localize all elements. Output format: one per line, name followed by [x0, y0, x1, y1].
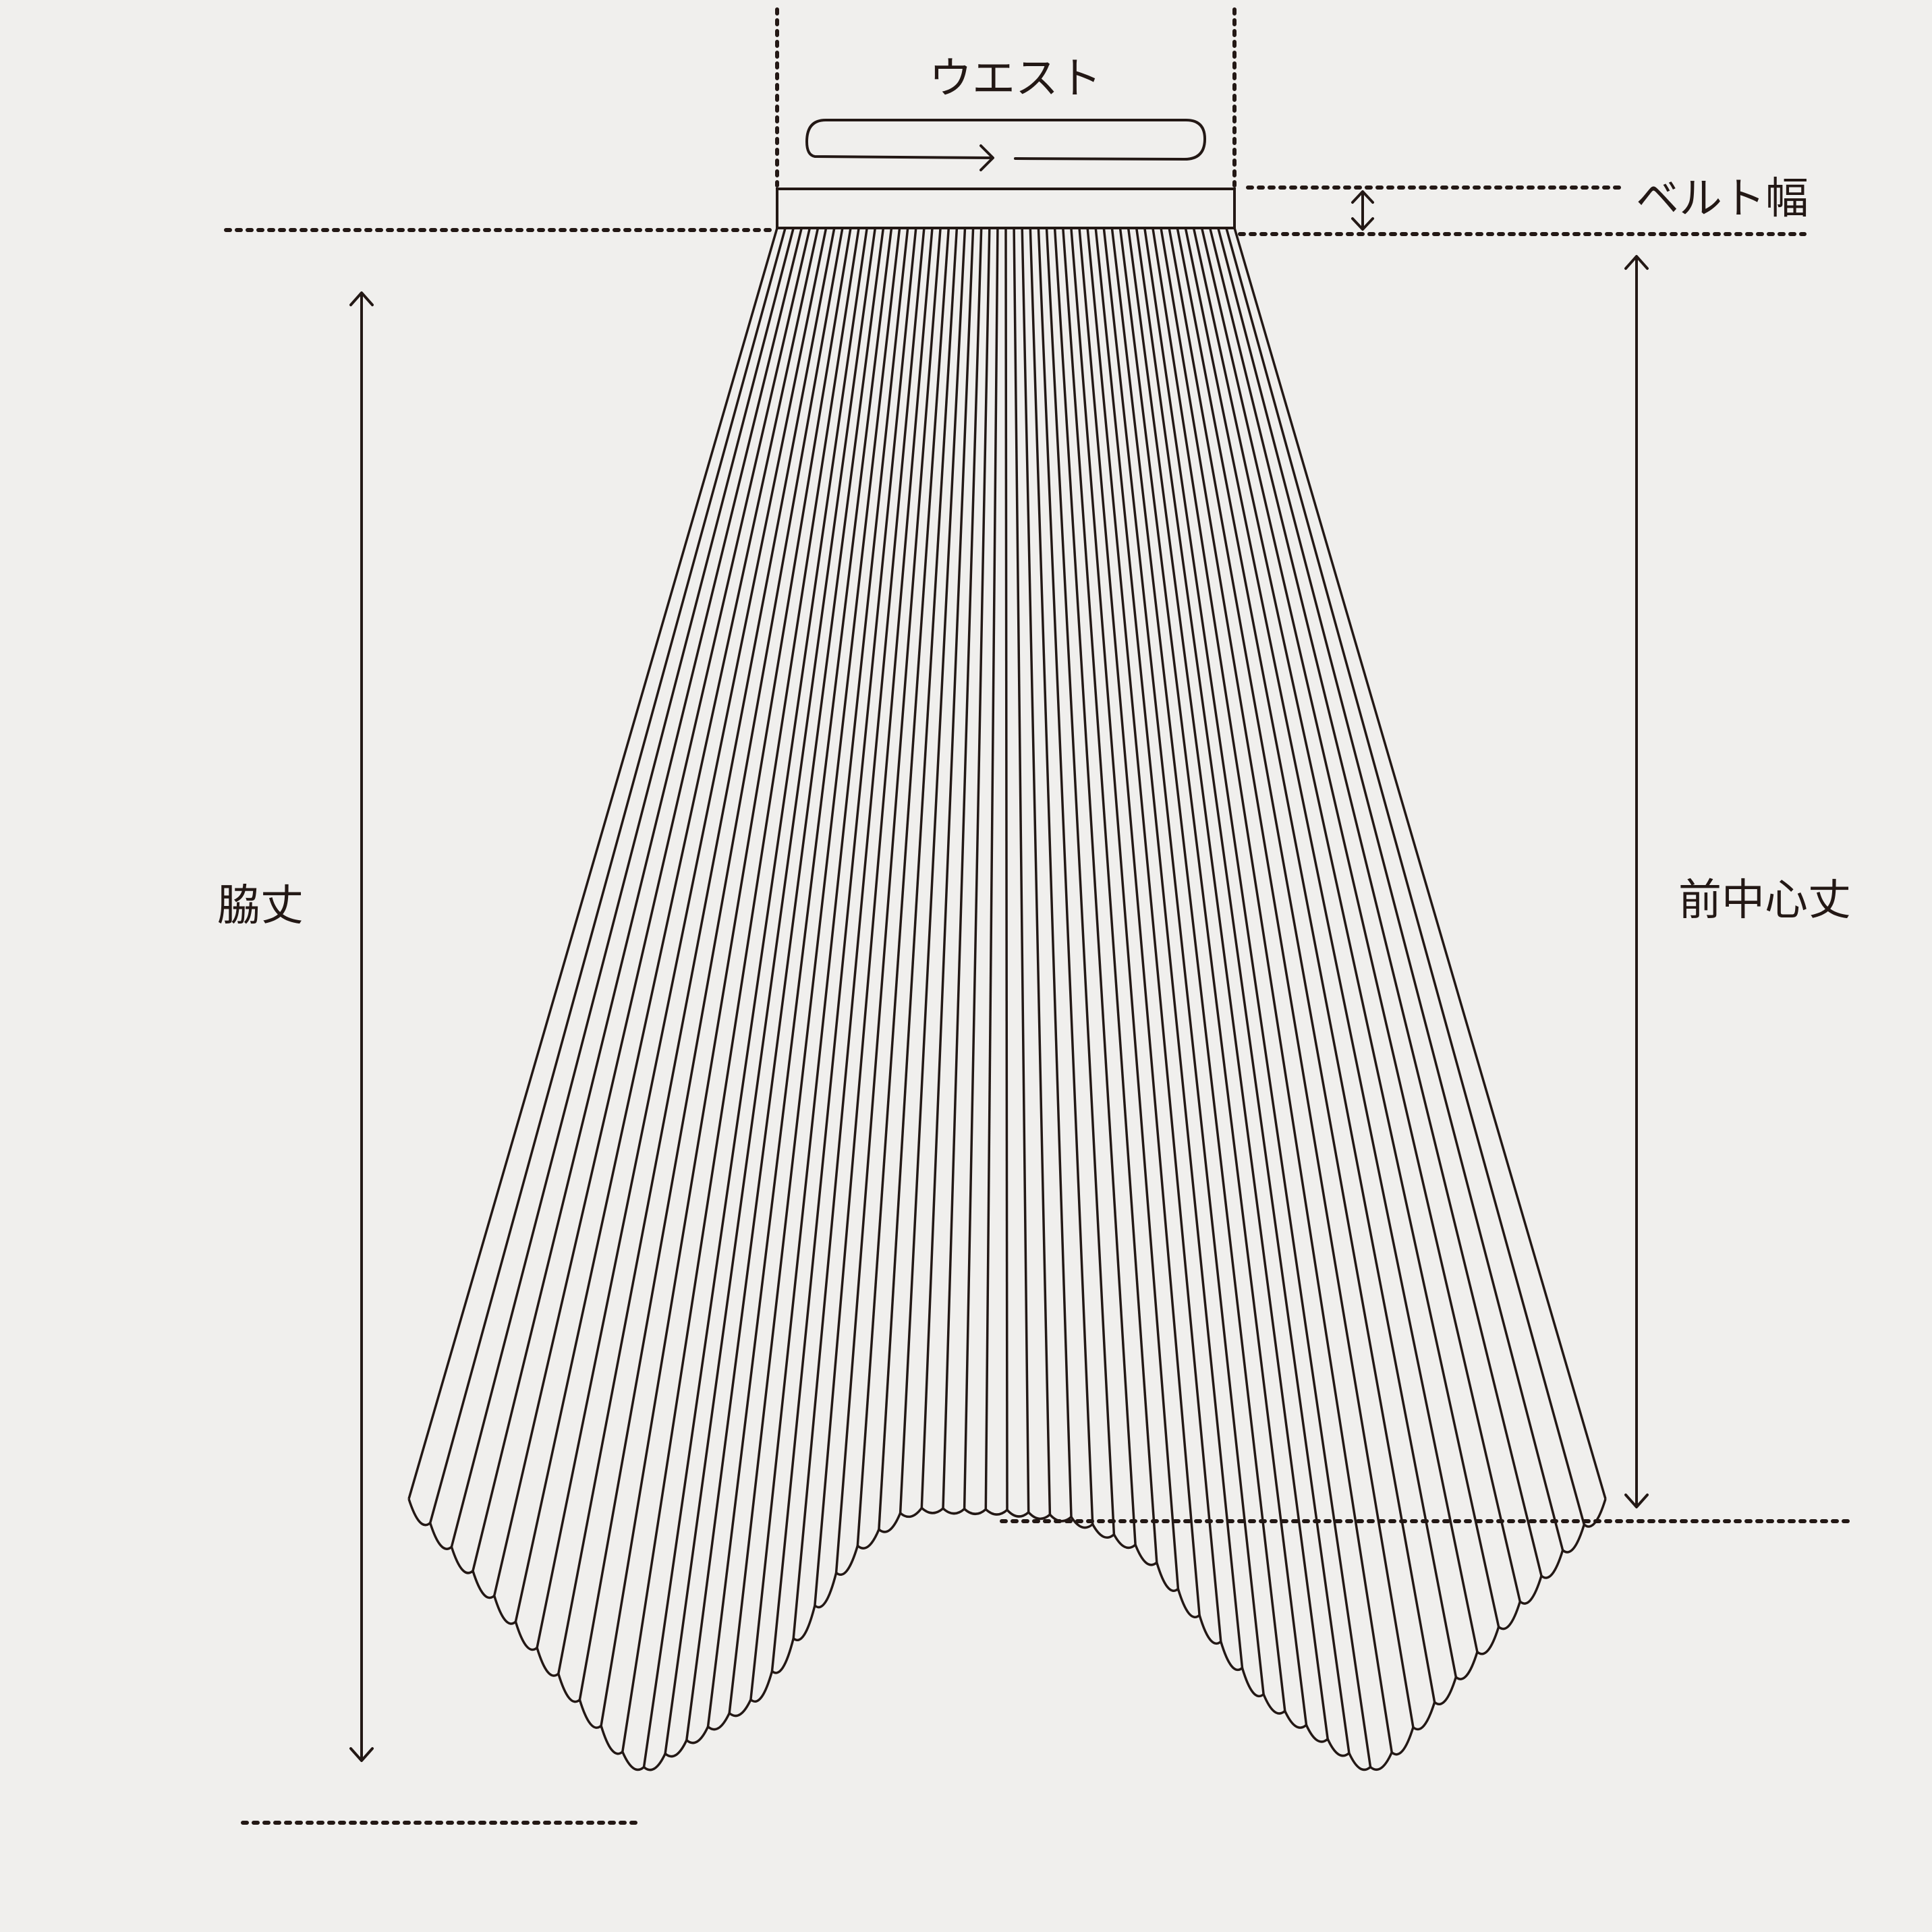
pleat-line — [1037, 227, 1094, 1525]
pleat-line — [1053, 227, 1137, 1545]
pleat-line — [578, 227, 844, 1701]
pleat-line — [621, 227, 860, 1753]
pleat-line — [1168, 227, 1436, 1703]
pleat-line — [429, 227, 787, 1524]
skirt-illustration — [407, 188, 1607, 1771]
skirt-hem-outline — [407, 1498, 1607, 1771]
pleat-line — [1110, 227, 1286, 1711]
pleat-line — [1152, 227, 1393, 1753]
pleat-line — [642, 227, 868, 1767]
pleat-line — [1004, 227, 1008, 1510]
pleat-line — [1200, 227, 1522, 1602]
pleat-line — [1062, 227, 1158, 1563]
pleat-line — [1118, 227, 1308, 1726]
pleat-line — [685, 227, 885, 1740]
pleat-line — [557, 227, 836, 1674]
pleat-line — [856, 227, 950, 1546]
skirt-pleats — [407, 227, 1607, 1767]
pleat-line — [472, 227, 803, 1572]
waist-arrow-head — [979, 144, 994, 171]
pleat-line — [878, 227, 959, 1530]
pleat-line — [1029, 227, 1073, 1517]
pleat-line — [1013, 227, 1030, 1512]
pleat-line — [834, 227, 942, 1573]
waist-label: ウエスト — [929, 54, 1102, 104]
pleat-line — [899, 227, 967, 1513]
pleat-line — [664, 227, 877, 1754]
pleat-line — [1021, 227, 1052, 1515]
pleat-line — [770, 227, 917, 1672]
pleat-line — [1086, 227, 1222, 1642]
waist-loop-line — [805, 119, 1206, 161]
pleat-line — [492, 227, 812, 1596]
front-center-length-arrow — [1624, 255, 1649, 1508]
side-length-label: 脇丈 — [217, 881, 304, 931]
pleat-line — [1217, 227, 1564, 1551]
waistband — [776, 188, 1236, 229]
pleat-line — [600, 227, 852, 1726]
pleat-line — [1102, 227, 1265, 1695]
belt-width-label: ベルト幅 — [1636, 174, 1809, 224]
front-center-length-label: 前中心丈 — [1678, 876, 1851, 926]
pleat-line — [450, 227, 795, 1547]
pleat-line — [1127, 227, 1329, 1740]
pleat-line — [1094, 227, 1244, 1668]
pleat-line — [1143, 227, 1372, 1767]
guide-lines — [224, 7, 1850, 1825]
pleat-line — [728, 227, 901, 1713]
pleat-line — [1209, 227, 1543, 1576]
pleat-line — [1135, 227, 1351, 1753]
pleat-line — [1070, 227, 1180, 1589]
pleat-line — [1160, 227, 1415, 1728]
pleat-line — [1045, 227, 1116, 1535]
side-length-arrow — [349, 291, 374, 1762]
waist-measure-loop — [805, 119, 1206, 171]
pleat-line — [1192, 227, 1500, 1627]
pleat-line — [749, 227, 909, 1700]
pleat-line — [792, 227, 926, 1639]
pleat-line — [1184, 227, 1479, 1653]
pleat-line — [407, 227, 778, 1500]
pleat-line — [984, 227, 999, 1510]
pleat-line — [1176, 227, 1458, 1678]
pleat-line — [814, 227, 934, 1606]
pleat-line — [536, 227, 828, 1648]
pleat-line — [514, 227, 820, 1622]
pleat-line — [1078, 227, 1201, 1616]
pleat-line — [706, 227, 893, 1727]
pleat-line — [1233, 227, 1607, 1500]
pleat-line — [1225, 227, 1585, 1525]
pleat-line — [920, 227, 975, 1508]
pleat-line — [963, 227, 991, 1509]
belt-width-arrow — [1351, 190, 1374, 231]
pleat-line — [942, 227, 983, 1509]
